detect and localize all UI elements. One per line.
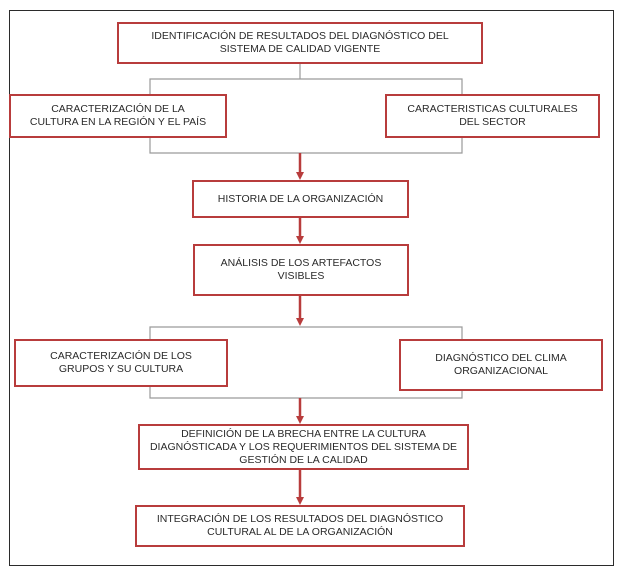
box-identificacion-resultados: IDENTIFICACIÓN DE RESULTADOS DEL DIAGNÓS…	[117, 22, 483, 64]
box-analisis-artefactos: ANÁLISIS DE LOS ARTEFACTOS VISIBLES	[193, 244, 409, 296]
box-caracterizacion-cultura-region: CARACTERIZACIÓN DE LA CULTURA EN LA REGI…	[9, 94, 227, 138]
box-caracterizacion-grupos: CARACTERIZACIÓN DE LOS GRUPOS Y SU CULTU…	[14, 339, 228, 387]
box-caracteristicas-culturales-sector: CARACTERISTICAS CULTURALES DEL SECTOR	[385, 94, 600, 138]
box-definicion-brecha: DEFINICIÓN DE LA BRECHA ENTRE LA CULTURA…	[138, 424, 469, 470]
bracket-top	[149, 78, 463, 94]
bracket-middle-top	[149, 326, 463, 339]
box-diagnostico-clima: DIAGNÓSTICO DEL CLIMA ORGANIZACIONAL	[399, 339, 603, 391]
box-integracion-resultados: INTEGRACIÓN DE LOS RESULTADOS DEL DIAGNÓ…	[135, 505, 465, 547]
bracket-middle-bottom	[149, 387, 463, 399]
bracket-bottom	[149, 138, 463, 154]
box-historia-organizacion: HISTORIA DE LA ORGANIZACIÓN	[192, 180, 409, 218]
